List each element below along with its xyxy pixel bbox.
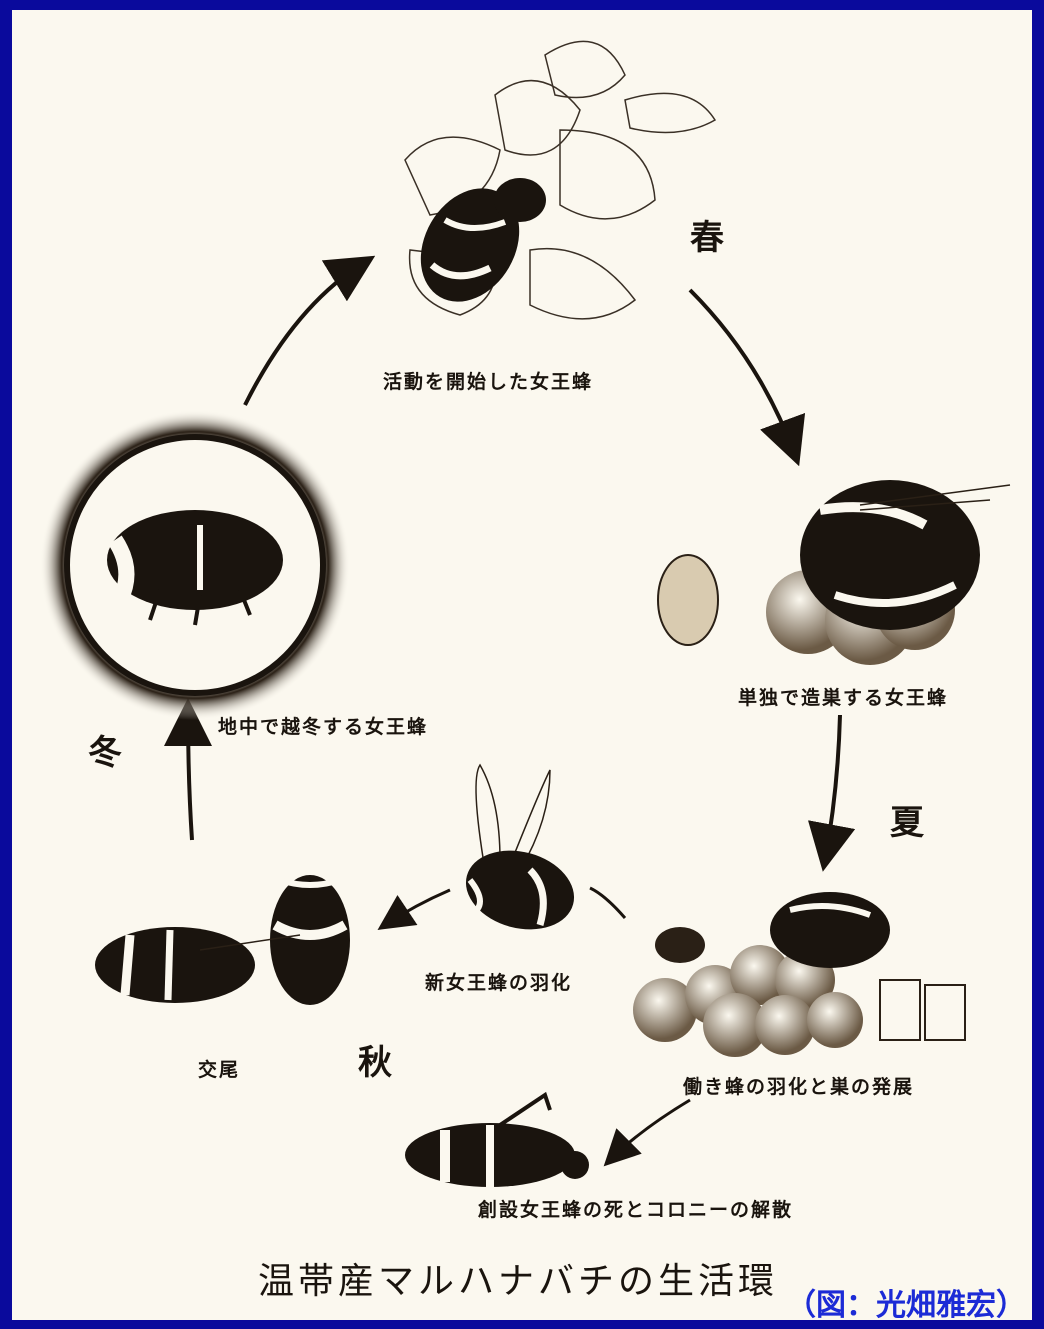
spring-flower-queen: [401, 41, 715, 319]
arrow-mating-to-winter: [188, 710, 192, 840]
stage-mating: 交尾: [198, 1055, 240, 1082]
dead-founding-queen: [405, 1095, 589, 1187]
season-summer-label: 夏: [890, 795, 924, 844]
season-winter-label: 冬: [88, 725, 122, 774]
line-colony-to-newqueen: [590, 888, 625, 918]
stage-queen-overwinters: 地中で越冬する女王蜂: [218, 712, 428, 739]
arrow-nest-to-colony: [825, 715, 840, 860]
stage-workers-emerge: 働き蜂の羽化と巣の発展: [683, 1072, 914, 1099]
new-queen-emerging: [457, 765, 583, 941]
stage-colony-disperses: 創設女王蜂の死とコロニーの解散: [478, 1195, 793, 1222]
arrow-newqueen-to-mating: [385, 890, 450, 925]
stage-queen-starts-activity: 活動を開始した女王蜂: [383, 367, 593, 394]
arrow-winter-to-spring: [245, 262, 365, 405]
arrow-colony-to-death: [610, 1100, 690, 1160]
arrow-spring-to-summer: [690, 290, 795, 455]
season-autumn-label: 秋: [358, 1035, 392, 1084]
mating-bees: [95, 875, 350, 1005]
colony-nest: [633, 892, 965, 1057]
stage-new-queen-emerges: 新女王蜂の羽化: [425, 968, 572, 995]
summer-nesting-queen: [658, 480, 1010, 665]
season-spring-label: 春: [690, 210, 724, 259]
overwintering-chamber: [40, 410, 350, 720]
diagram-title: 温帯産マルハナバチの生活環: [258, 1252, 778, 1304]
stage-queen-nests-alone: 単独で造巣する女王蜂: [738, 683, 948, 710]
figure-credit: （図：光畑雅宏）: [786, 1280, 1026, 1324]
